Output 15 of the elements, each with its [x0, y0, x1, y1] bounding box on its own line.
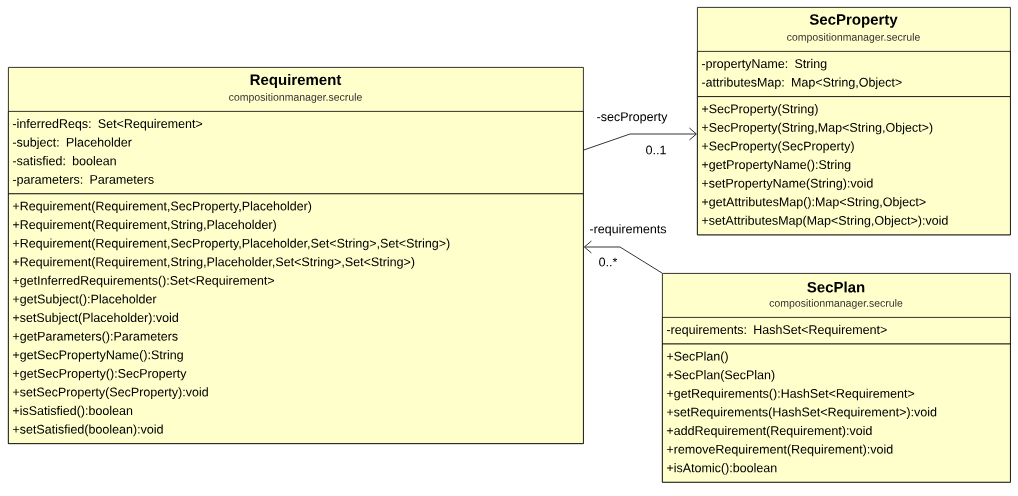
association-arrow: [584, 240, 663, 274]
package-name: compositionmanager.secrule: [229, 93, 362, 103]
attribute-compartment: -inferredReqs: Set<Requirement> -subject: Placeholder -satisfied: boolean -parameters: Parameters: [8, 111, 584, 195]
attribute-compartment: -propertyName: String -attributesMap: Map<String,Object>: [697, 51, 1011, 97]
role-label: -secProperty: [595, 111, 669, 125]
association-arrow: [583, 127, 697, 151]
class-name: Requirement: [250, 74, 342, 88]
package-name: compositionmanager.secrule: [769, 299, 903, 309]
multiplicity-label: 0..*: [599, 257, 618, 267]
class-name: SecProperty: [809, 14, 898, 28]
role-label: -requirements: [588, 223, 668, 237]
attribute-compartment: -requirements: HashSet<Requirement>: [662, 317, 1011, 345]
multiplicity-label: 0..1: [646, 145, 666, 155]
package-name: compositionmanager.secrule: [787, 33, 920, 43]
class-name: SecPlan: [807, 281, 865, 293]
